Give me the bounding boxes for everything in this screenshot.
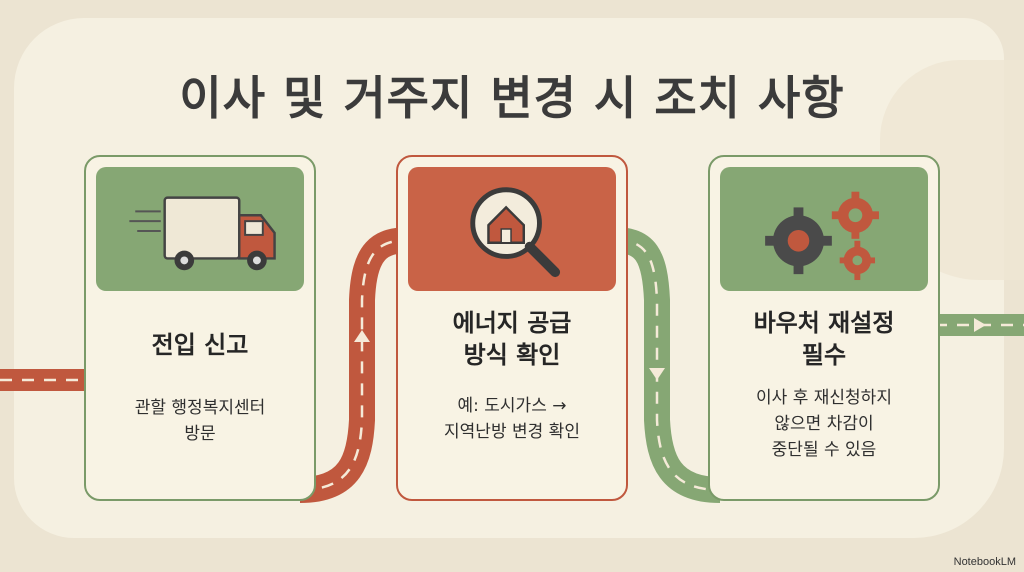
card-illustration xyxy=(720,167,928,291)
step-description: 이사 후 재신청하지 않으면 차감이 중단될 수 있음 xyxy=(756,388,892,460)
road-segment-1 xyxy=(299,227,411,503)
notebooklm-logo: NotebookLM xyxy=(953,556,1016,568)
page-title: 이사 및 거주지 변경 시 조치 사항 xyxy=(179,71,845,125)
step-card-energy-check: 에너지 공급 방식 확인 예: 도시가스 → 지역난방 변경 확인 xyxy=(396,155,628,501)
card-illustration xyxy=(96,167,304,291)
step-title: 전입 신고 xyxy=(151,331,249,359)
step-title: 바우처 재설정 필수 xyxy=(753,309,895,369)
arrow-down-icon xyxy=(649,368,665,380)
gears-icon xyxy=(765,191,879,281)
moving-truck-icon xyxy=(129,196,276,271)
step-description: 예: 도시가스 → 지역난방 변경 확인 xyxy=(444,396,580,442)
step-description: 관할 행정복지센터 방문 xyxy=(134,398,266,444)
road-segment-2 xyxy=(614,227,721,503)
step-title: 에너지 공급 방식 확인 xyxy=(452,309,572,369)
house-magnifier-icon xyxy=(470,187,561,278)
arrow-up-icon xyxy=(354,330,370,342)
arrow-right-icon xyxy=(974,318,986,332)
card-illustration xyxy=(408,167,616,291)
step-card-voucher-reset: 바우처 재설정 필수 이사 후 재신청하지 않으면 차감이 중단될 수 있음 xyxy=(708,155,940,501)
step-card-move-in-report: 전입 신고 관할 행정복지센터 방문 xyxy=(84,155,316,501)
